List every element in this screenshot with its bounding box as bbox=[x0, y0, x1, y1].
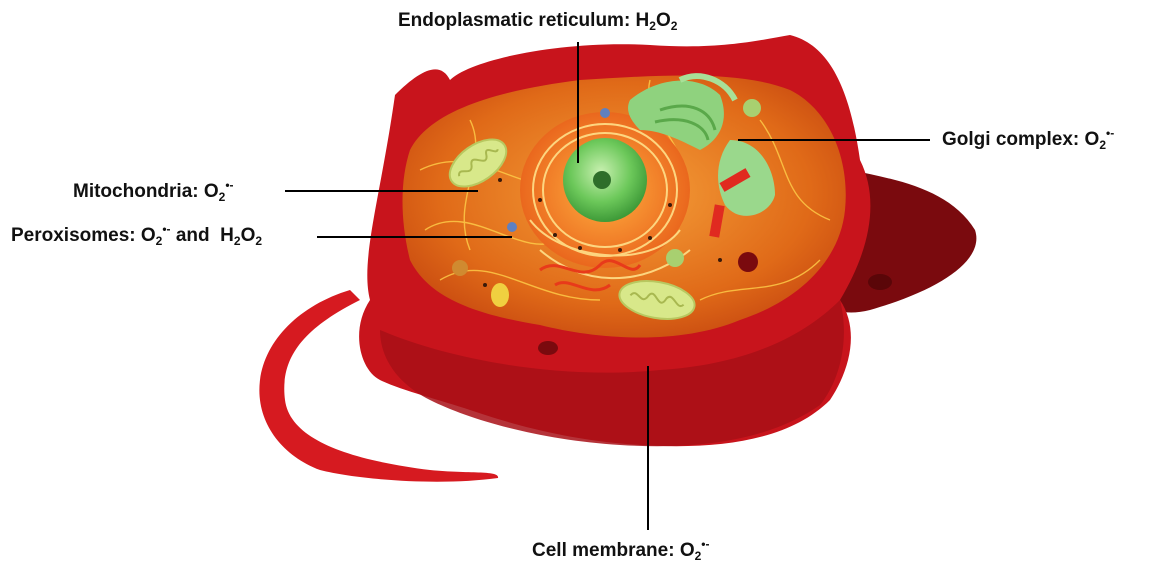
er-label: Endoplasmatic reticulum: H2O2 bbox=[398, 10, 677, 32]
nucleolus bbox=[593, 171, 611, 189]
golgi-label: Golgi complex: O2•- bbox=[942, 129, 1114, 151]
mitochondria-label: Mitochondria: O2•- bbox=[73, 181, 234, 203]
peroxisomes-label: Peroxisomes: O2•- and H2O2 bbox=[11, 225, 262, 247]
cell-membrane-label: Cell membrane: O2•- bbox=[532, 540, 710, 562]
